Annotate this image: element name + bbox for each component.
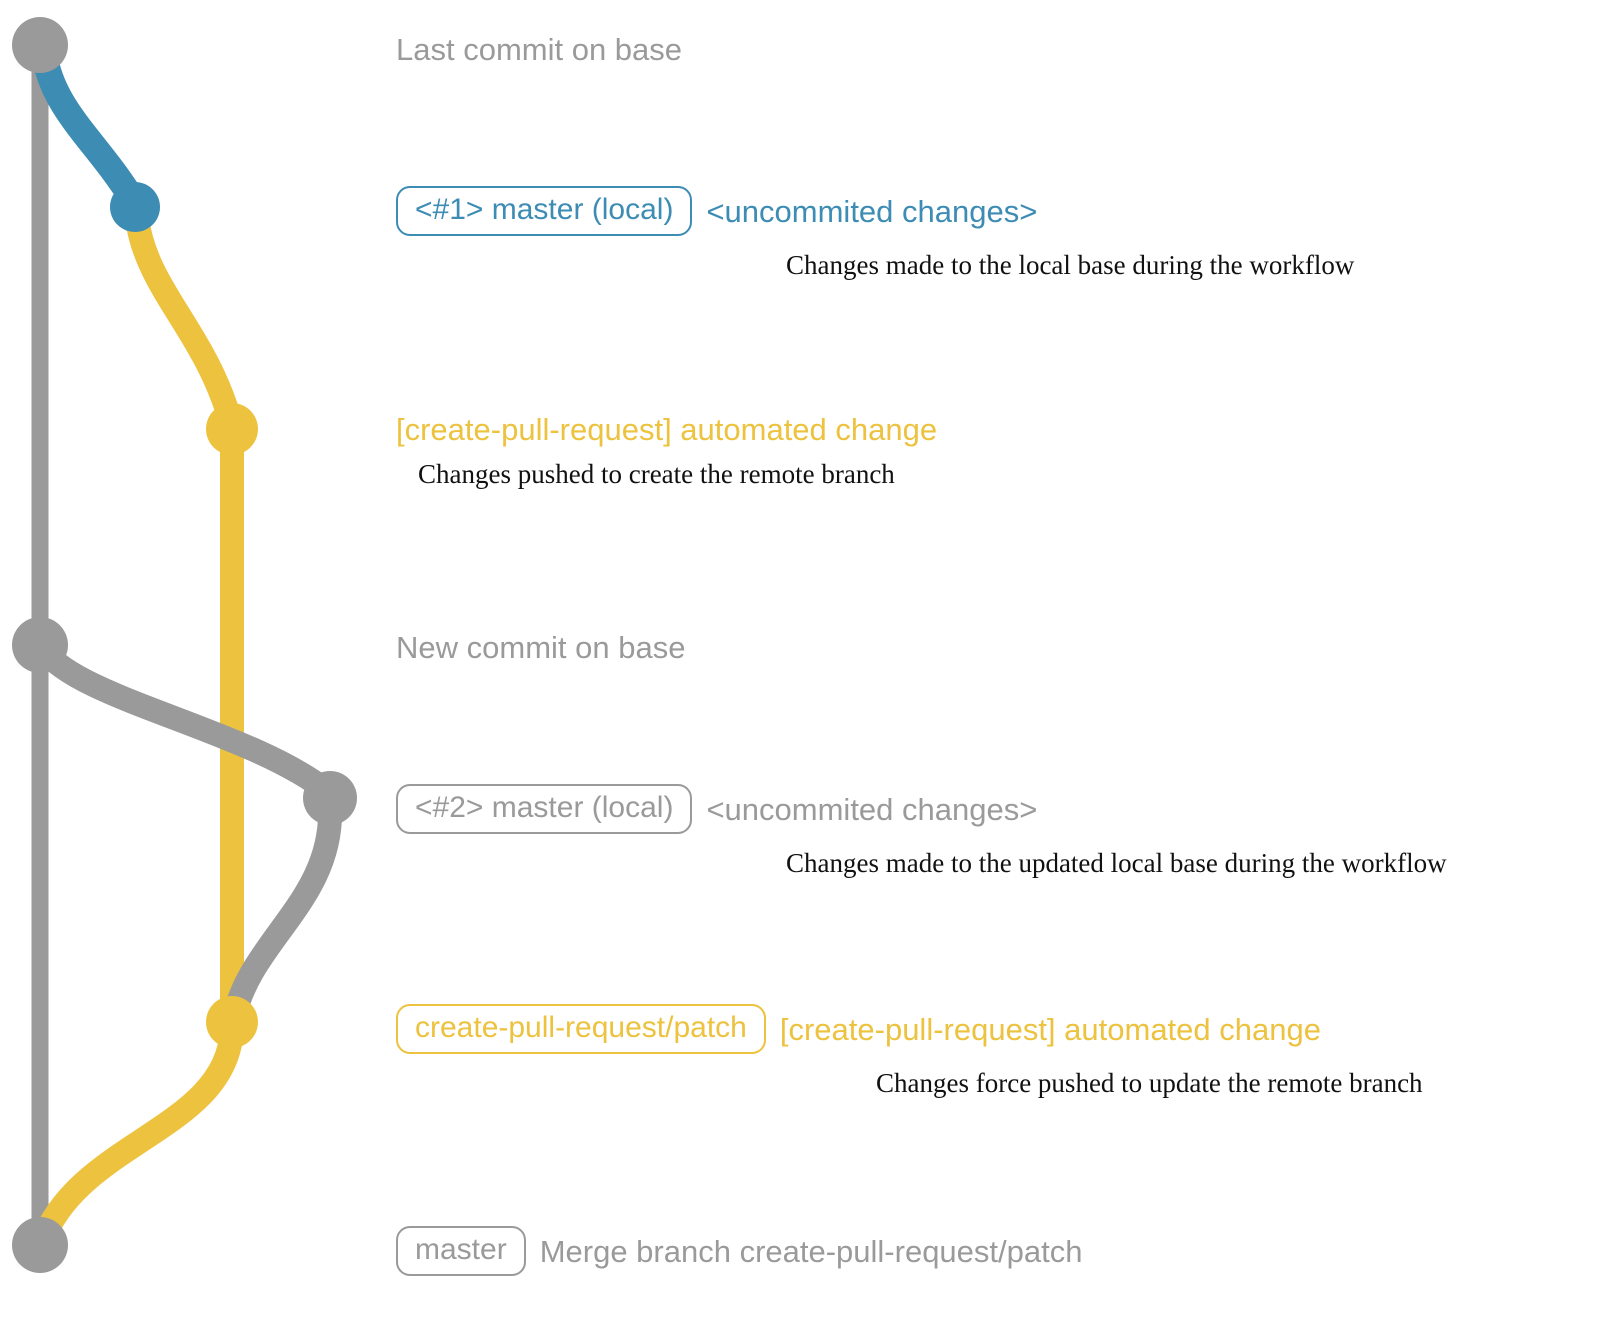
ref-badge-local-commit-1[interactable]: <#1> master (local) bbox=[396, 186, 693, 236]
edge-patchforce-to-merge bbox=[30, 1016, 244, 1254]
commit-subject-automated-change-create: [create-pull-request] automated change bbox=[396, 412, 938, 447]
commit-subject-merge-commit: Merge branch create-pull-request/patch bbox=[539, 1233, 1083, 1269]
edge-local2-to-patchforce bbox=[222, 794, 343, 1030]
edge-basenew-to-local2 bbox=[32, 638, 340, 804]
commit-row-main: Last commit on base bbox=[396, 34, 682, 65]
commit-row-local-commit-1: <#1> master (local) <uncommited changes> C… bbox=[396, 186, 1354, 281]
ref-badge-merge-commit[interactable]: master bbox=[396, 1226, 526, 1276]
commit-note-automated-change-create: Changes pushed to create the remote bran… bbox=[418, 459, 895, 489]
commit-subject-local-commit-2: <uncommited changes> bbox=[706, 791, 1038, 827]
commit-row-main: [create-pull-request] automated change bbox=[396, 414, 937, 445]
commit-row-automated-change-force: create-pull-request/patch [create-pull-re… bbox=[396, 1004, 1423, 1099]
ref-badge-automated-change-force[interactable]: create-pull-request/patch bbox=[396, 1004, 766, 1054]
commit-node-base-new[interactable] bbox=[12, 617, 68, 673]
commit-subject-last-commit-on-base: Last commit on base bbox=[396, 32, 683, 67]
commit-row-main: New commit on base bbox=[396, 632, 685, 663]
commit-node-local-2[interactable] bbox=[303, 771, 357, 825]
commit-note-local-commit-1: Changes made to the local base during th… bbox=[786, 250, 1355, 280]
edge-local1-to-patch-create bbox=[125, 206, 243, 435]
commit-node-master-merge[interactable] bbox=[12, 1217, 68, 1273]
commit-node-local-1[interactable] bbox=[110, 182, 160, 232]
commit-node-patch-force[interactable] bbox=[206, 996, 258, 1048]
commit-row-last-commit-on-base: Last commit on base bbox=[396, 34, 682, 65]
commit-subject-local-commit-1: <uncommited changes> bbox=[706, 193, 1038, 229]
commit-subject-automated-change-force: [create-pull-request] automated change bbox=[779, 1011, 1321, 1047]
commit-row-main: master Merge branch create-pull-request/p… bbox=[396, 1226, 1082, 1276]
commit-row-main: <#1> master (local) <uncommited changes> bbox=[396, 186, 1354, 236]
commit-row-main: create-pull-request/patch [create-pull-re… bbox=[396, 1004, 1423, 1054]
ref-badge-local-commit-2[interactable]: <#2> master (local) bbox=[396, 784, 693, 834]
commit-node-patch-create[interactable] bbox=[206, 403, 258, 455]
commit-note-local-commit-2: Changes made to the updated local base d… bbox=[786, 848, 1447, 878]
commit-subject-new-commit-on-base: New commit on base bbox=[396, 630, 686, 665]
commit-node-base-last[interactable] bbox=[12, 17, 68, 73]
git-graph bbox=[12, 17, 357, 1273]
commit-row-main: <#2> master (local) <uncommited changes> bbox=[396, 784, 1447, 834]
commit-row-local-commit-2: <#2> master (local) <uncommited changes> C… bbox=[396, 784, 1447, 879]
commit-note-automated-change-force: Changes force pushed to update the remot… bbox=[876, 1068, 1423, 1098]
commit-row-merge-commit: master Merge branch create-pull-request/p… bbox=[396, 1226, 1082, 1276]
commit-row-new-commit-on-base: New commit on base bbox=[396, 632, 685, 663]
